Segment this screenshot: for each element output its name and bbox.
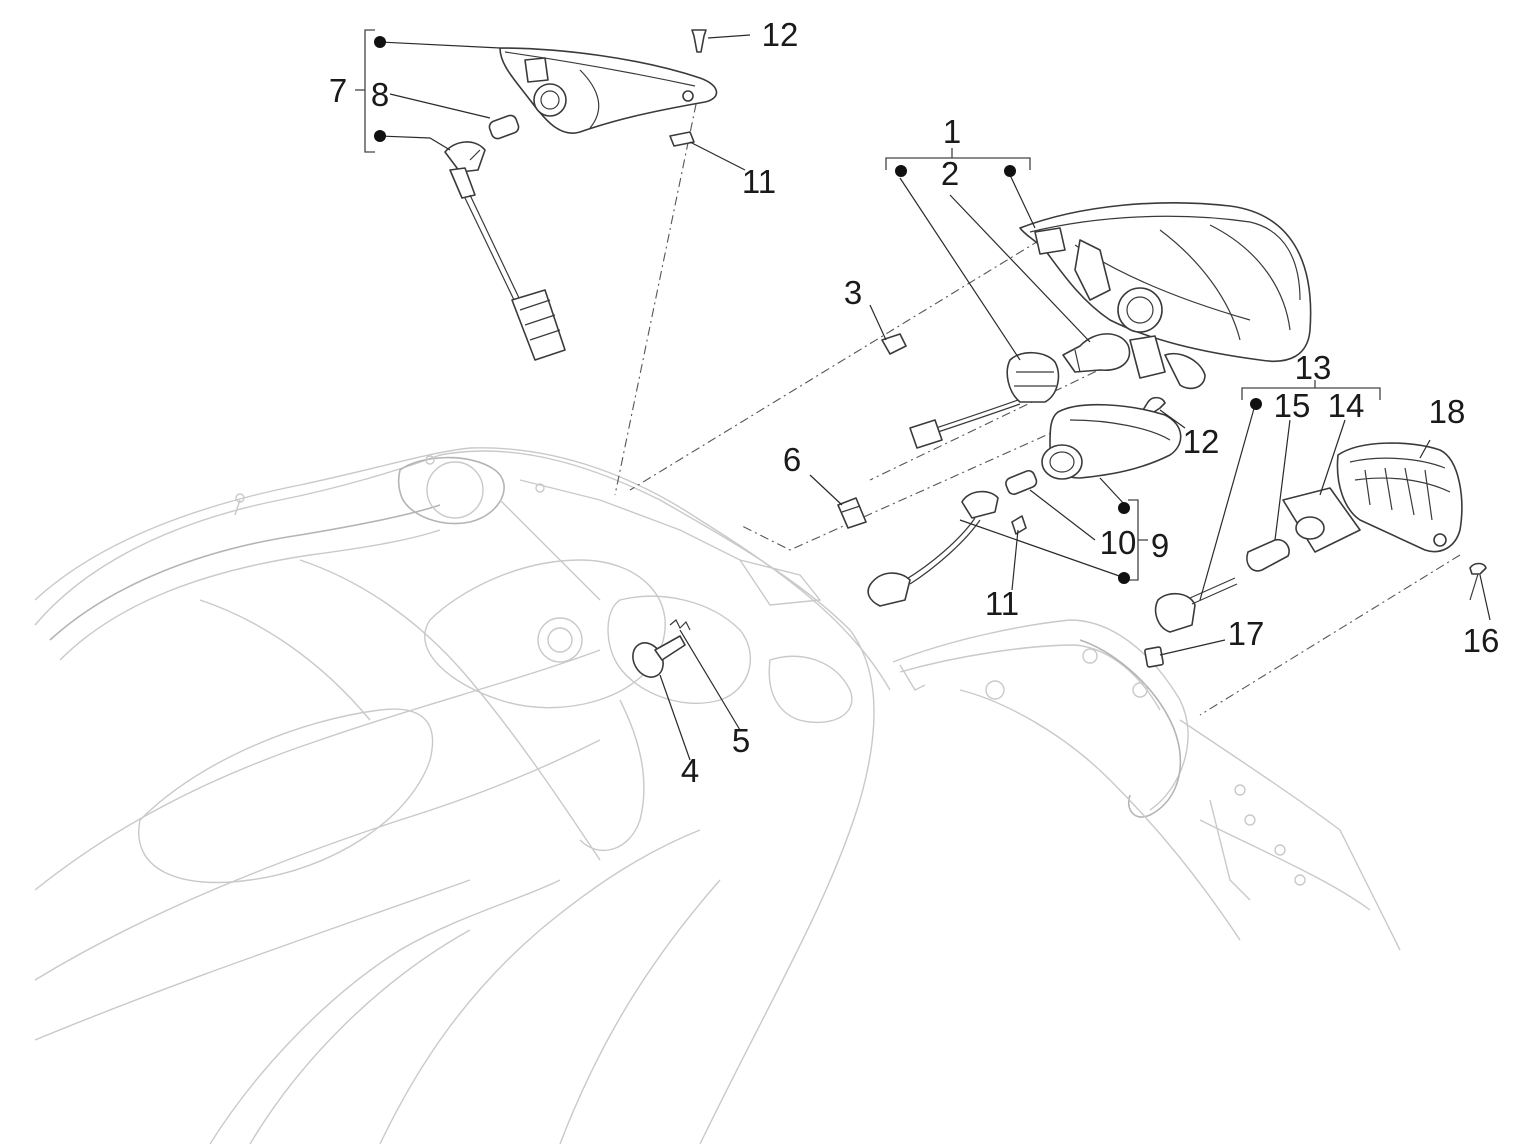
assembly-lines (614, 84, 1461, 716)
clip-11-mid (1011, 515, 1027, 535)
clip-3 (881, 333, 907, 355)
callout-17: 17 (1228, 615, 1265, 652)
turn-signal-bulb (1005, 469, 1038, 495)
callout-16: 16 (1463, 622, 1500, 659)
callout-18: 18 (1429, 393, 1466, 430)
spring (669, 619, 691, 631)
license-light-reflector (1282, 487, 1361, 553)
assembly-dots (374, 36, 1262, 584)
license-light-cover (1336, 442, 1463, 553)
callout-10: 10 (1100, 524, 1137, 561)
screw-12-top (691, 29, 707, 53)
tail-light-socket-harness (909, 351, 1060, 449)
rear-fender-outline (892, 619, 1401, 951)
clip-11-top (669, 131, 695, 147)
clip-17 (1144, 646, 1164, 668)
leader-lines (379, 34, 1491, 761)
callout-4: 4 (681, 752, 699, 789)
callout-11-bottom: 11 (985, 585, 1019, 622)
screw-16 (1469, 562, 1487, 601)
callout-3: 3 (844, 274, 862, 311)
callout-12-top: 12 (762, 16, 799, 53)
side-marker-lens (499, 47, 718, 134)
callout-13: 13 (1295, 349, 1332, 386)
callout-1: 1 (943, 113, 961, 150)
callout-labels: 1 2 3 4 5 6 7 8 9 10 11 11 12 12 13 14 1… (329, 16, 1500, 789)
callout-7: 7 (329, 72, 347, 109)
license-light-bulb (1246, 538, 1290, 572)
side-marker-bulb (488, 114, 520, 140)
callout-11-top: 11 (742, 163, 776, 200)
clip-6 (837, 497, 867, 529)
group-brackets (355, 29, 1381, 581)
turn-signal-lens (1041, 403, 1182, 480)
callout-14: 14 (1328, 387, 1365, 424)
side-marker-socket-harness (444, 141, 566, 361)
callout-9: 9 (1151, 527, 1169, 564)
callout-15: 15 (1274, 387, 1311, 424)
callout-5: 5 (732, 722, 750, 759)
callout-12-right: 12 (1183, 423, 1220, 460)
tail-light-bulb (1062, 333, 1131, 373)
callout-6: 6 (783, 441, 801, 478)
adjuster-knob (632, 635, 686, 678)
scooter-body-outline (34, 447, 891, 1144)
license-light-socket-harness (1154, 577, 1238, 633)
turn-signal-socket-harness (867, 490, 999, 607)
tail-light-housing (1019, 202, 1312, 390)
callout-8: 8 (371, 76, 389, 113)
callout-2: 2 (941, 155, 959, 192)
